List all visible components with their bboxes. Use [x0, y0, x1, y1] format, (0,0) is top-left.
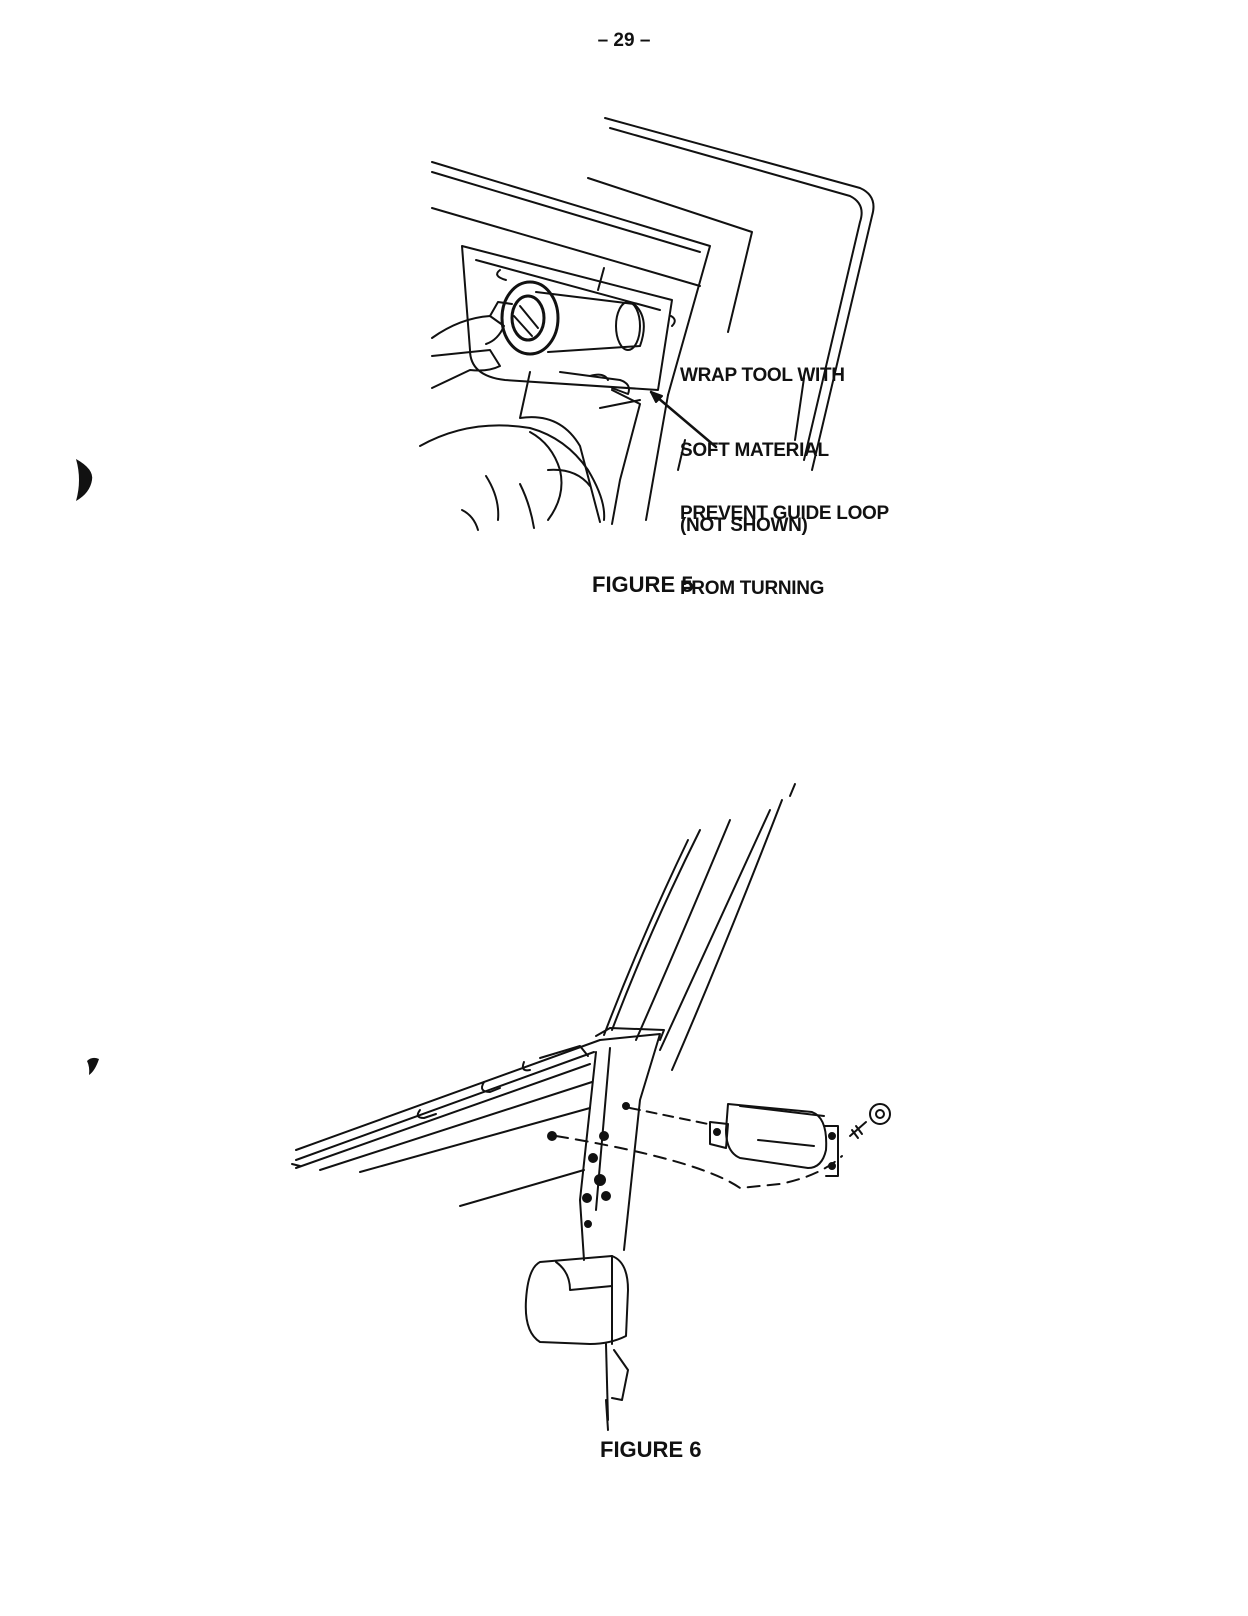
- figure5-illustration: [0, 0, 1248, 560]
- margin-dot-mark: [87, 1057, 99, 1075]
- prevent-guide-loop-label-line1: PREVENT GUIDE LOOP: [680, 503, 889, 524]
- prevent-guide-loop-label-line2: FROM TURNING: [680, 578, 825, 599]
- wrap-tool-label-line1: WRAP TOOL WITH: [680, 365, 845, 386]
- margin-bracket-mark: [76, 459, 93, 501]
- wrap-tool-label-line3: (NOT SHOWN): [680, 515, 808, 536]
- wrap-tool-label-line2: SOFT MATERIAL: [680, 440, 829, 461]
- page-number: – 29 –: [597, 30, 651, 51]
- figure6-caption: FIGURE 6: [600, 1437, 702, 1462]
- figure6-illustration: [0, 760, 1248, 1460]
- wrap-tool-label: WRAP TOOL WITH SOFT MATERIAL (NOT SHOWN): [680, 313, 845, 563]
- prevent-guide-loop-label: PREVENT GUIDE LOOP FROM TURNING: [680, 451, 889, 626]
- figure5-caption: FIGURE 5: [592, 572, 694, 597]
